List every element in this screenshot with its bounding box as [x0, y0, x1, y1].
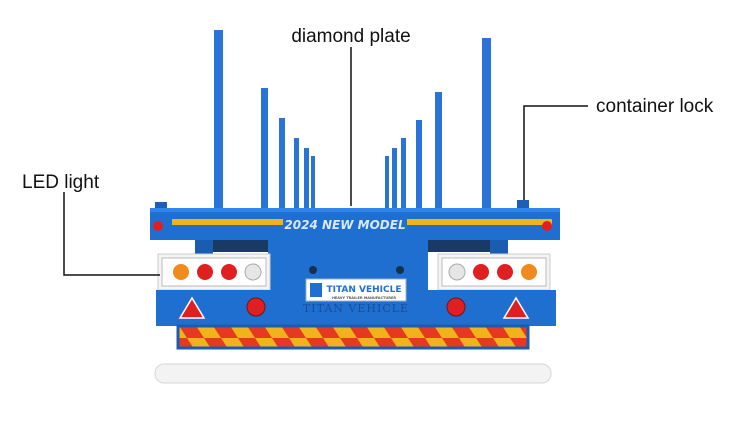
- stake: [385, 156, 389, 208]
- callout-lines: [63, 47, 588, 276]
- deck-marker-light: [153, 221, 163, 231]
- spare-pipe: [154, 363, 552, 384]
- stake: [416, 120, 422, 208]
- stake: [304, 148, 309, 208]
- led-light: [497, 264, 513, 280]
- stake: [279, 118, 285, 208]
- brand-plate-title: TITAN VEHICLE: [326, 285, 401, 295]
- bolt: [309, 266, 317, 274]
- led-light: [521, 264, 537, 280]
- brand-embossed: TITAN VEHICLE: [303, 302, 409, 315]
- deck-marker-light: [542, 221, 552, 231]
- stake: [435, 92, 442, 208]
- brand-plate-subtitle: HEAVY TRAILER MANUFACTURER: [332, 296, 396, 300]
- callout-line-container-lock: [523, 105, 588, 200]
- container-lock: [155, 202, 167, 212]
- stake: [392, 148, 397, 208]
- label-diamond-plate: diamond plate: [291, 26, 410, 47]
- bolt: [396, 266, 404, 274]
- stake: [261, 88, 268, 208]
- led-light: [221, 264, 237, 280]
- stake: [401, 138, 406, 208]
- led-light: [244, 263, 262, 281]
- led-light: [173, 264, 189, 280]
- brand-logo: [310, 283, 322, 297]
- stake: [294, 138, 299, 208]
- led-light: [448, 263, 466, 281]
- stake: [214, 30, 223, 208]
- warning-triangle: [502, 296, 530, 319]
- left-light-panel: [157, 253, 271, 291]
- tail-light: [446, 297, 466, 317]
- led-light: [197, 264, 213, 280]
- tail-light: [246, 297, 266, 317]
- brand-plate: [305, 278, 407, 302]
- callout-line-led-light: [63, 192, 160, 276]
- stake: [482, 38, 491, 208]
- model-banner: 2024 NEW MODEL: [284, 218, 405, 232]
- label-container-lock: container lock: [596, 96, 714, 117]
- led-light: [473, 264, 489, 280]
- model-banner-box: [283, 213, 407, 235]
- warning-triangle: [178, 296, 206, 319]
- deck-top-edge: [150, 208, 560, 212]
- stake: [311, 156, 315, 208]
- right-light-panel: [437, 253, 551, 291]
- stakes: [214, 30, 491, 208]
- rear-bumper: [178, 326, 528, 348]
- bumper-frame: [176, 324, 530, 350]
- label-led-light: LED light: [22, 172, 100, 193]
